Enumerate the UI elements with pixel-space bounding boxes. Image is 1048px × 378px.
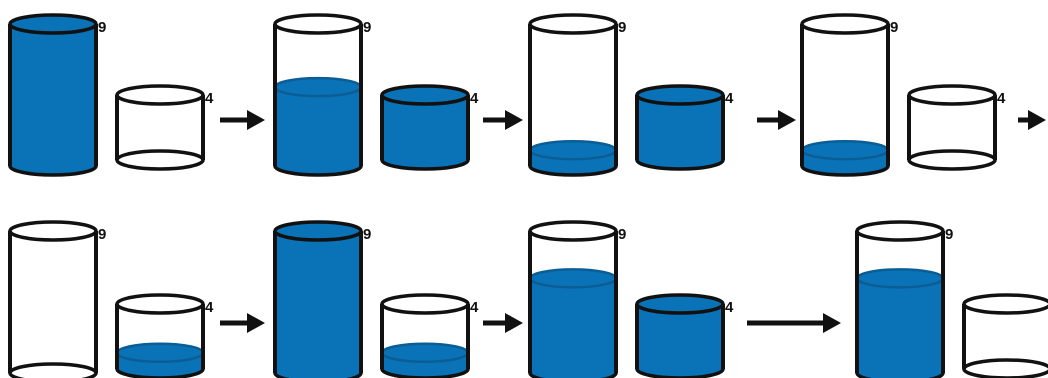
- small-jug: 4: [115, 293, 214, 378]
- small-jug-capacity-label: 4: [725, 299, 734, 316]
- state-2-2: 94: [273, 220, 479, 378]
- large-jug-water: [275, 231, 361, 378]
- small-jug-water: [637, 95, 723, 169]
- right-arrow-icon: [483, 313, 523, 333]
- state-2-3: 94: [528, 220, 734, 378]
- small-jug-capacity-label: 4: [205, 299, 214, 316]
- right-arrow-icon: [757, 110, 796, 130]
- large-jug-water: [275, 87, 361, 175]
- small-jug: 4: [635, 84, 734, 171]
- small-jug: 4: [380, 293, 479, 378]
- large-jug-water-surface: [800, 139, 890, 161]
- large-jug-capacity-label: 9: [98, 226, 106, 243]
- large-jug-water-surface: [528, 268, 618, 289]
- small-jug-water-surface: [115, 342, 205, 363]
- right-arrow-icon: [220, 313, 265, 333]
- small-jug-capacity-label: 4: [997, 90, 1006, 107]
- state-1-1: 94: [8, 13, 214, 177]
- right-arrow-icon: [1018, 110, 1046, 130]
- large-jug: 9: [8, 220, 106, 378]
- large-jug-water: [857, 278, 943, 378]
- small-jug-capacity-label: 4: [205, 90, 214, 107]
- large-jug-capacity-label: 9: [363, 226, 371, 243]
- small-jug: 4: [962, 293, 1048, 378]
- large-jug: 9: [273, 13, 371, 177]
- state-1-3: 94: [528, 13, 734, 177]
- state-2-4: 94: [855, 220, 1048, 378]
- large-jug: 9: [800, 13, 898, 177]
- large-jug: 9: [528, 13, 626, 177]
- small-jug-capacity-label: 4: [470, 90, 479, 107]
- large-jug-capacity-label: 9: [618, 19, 626, 36]
- large-jug: 9: [273, 220, 371, 378]
- small-jug-water: [382, 95, 468, 169]
- large-jug-water-surface: [273, 76, 363, 98]
- large-jug-capacity-label: 9: [363, 19, 371, 36]
- small-jug: 4: [635, 293, 734, 378]
- small-jug-water-surface: [380, 342, 470, 363]
- large-jug-capacity-label: 9: [98, 19, 106, 36]
- large-jug-water-surface: [528, 139, 618, 161]
- large-jug-water: [530, 278, 616, 378]
- small-jug-capacity-label: 4: [470, 299, 479, 316]
- small-jug: 4: [380, 84, 479, 171]
- large-jug: 9: [855, 220, 953, 378]
- large-jug-capacity-label: 9: [890, 19, 898, 36]
- large-jug-water-surface: [855, 268, 945, 289]
- large-jug-capacity-label: 9: [945, 226, 953, 243]
- small-jug-capacity-label: 4: [725, 90, 734, 107]
- small-jug-water: [637, 304, 723, 378]
- state-1-4: 94: [800, 13, 1006, 177]
- large-jug: 9: [528, 220, 626, 378]
- right-arrow-icon: [747, 313, 841, 333]
- small-jug: 4: [907, 84, 1006, 171]
- small-jug: 4: [115, 84, 214, 171]
- large-jug: 9: [8, 13, 106, 177]
- right-arrow-icon: [483, 110, 523, 130]
- state-1-2: 94: [273, 13, 479, 177]
- large-jug-capacity-label: 9: [618, 226, 626, 243]
- right-arrow-icon: [220, 110, 265, 130]
- large-jug-water: [10, 24, 96, 175]
- state-2-1: 94: [8, 220, 214, 378]
